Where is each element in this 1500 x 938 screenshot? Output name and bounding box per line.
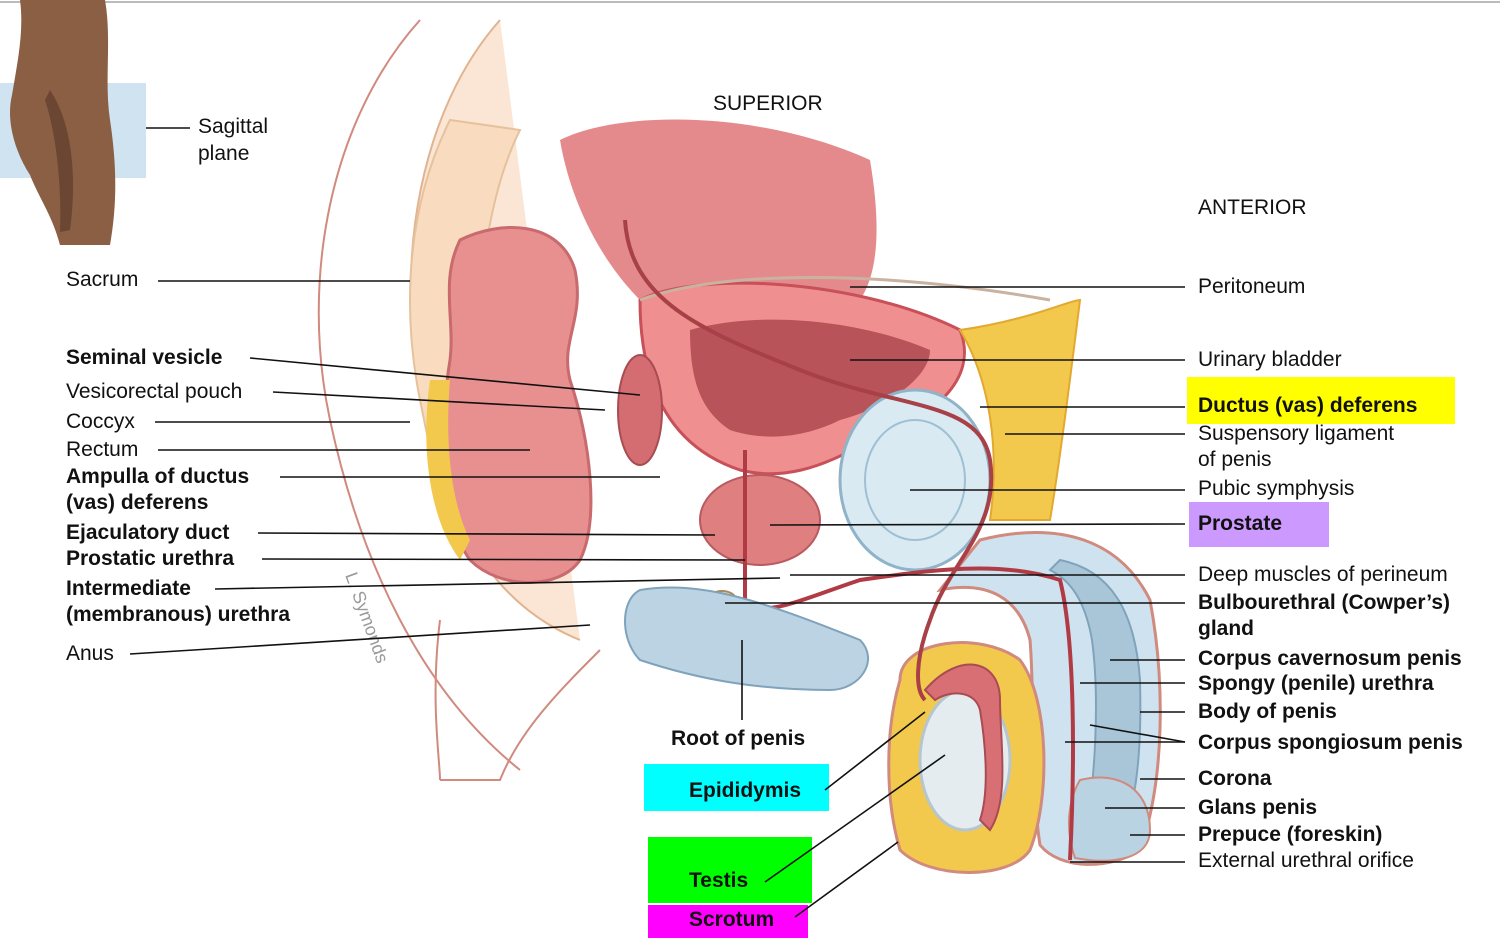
label-rectum: Rectum [66, 438, 139, 461]
label-coccyx: Coccyx [66, 410, 135, 433]
label-epididymis: Epididymis [689, 779, 802, 802]
label-anus: Anus [66, 642, 114, 665]
label-pubic-symphysis: Pubic symphysis [1198, 477, 1355, 500]
label-deep-muscles: Deep muscles of perineum [1198, 563, 1448, 586]
label-bulbourethral-2: gland [1198, 617, 1254, 640]
rectal-fat [426, 380, 470, 560]
label-prostate: Prostate [1198, 512, 1283, 535]
label-suspensory-2: of penis [1198, 448, 1272, 471]
seminal-vesicle-shape [617, 354, 663, 466]
ductus-deferens-path [623, 219, 994, 702]
prevesical-fat [958, 298, 1082, 521]
highlight-ductus [1187, 377, 1455, 424]
highlight-testis [648, 837, 812, 903]
sagittal-plane-label-1: Sagittal [198, 115, 269, 138]
label-testis: Testis [689, 869, 749, 892]
label-bulbourethral-1: Bulbourethral (Cowper’s) [1198, 591, 1451, 614]
label-sacrum: Sacrum [66, 268, 139, 291]
leader-anus [129, 624, 591, 655]
leader-scrotum [794, 841, 899, 918]
leader-epididymis [824, 711, 926, 791]
highlight-epididymis [644, 764, 829, 811]
label-seminal-vesicle: Seminal vesicle [66, 346, 223, 369]
label-vesicorectal-pouch: Vesicorectal pouch [66, 380, 243, 403]
thigh-outline [440, 649, 601, 781]
label-prostatic-urethra: Prostatic urethra [66, 547, 235, 570]
label-peritoneum: Peritoneum [1198, 275, 1306, 298]
label-spongy-urethra: Spongy (penile) urethra [1198, 672, 1434, 695]
label-ductus-deferens: Ductus (vas) deferens [1198, 394, 1418, 417]
label-root-of-penis: Root of penis [671, 727, 806, 750]
label-glans-penis: Glans penis [1198, 796, 1318, 819]
leader-ejaculatory [257, 532, 716, 536]
prostate-shape [699, 474, 821, 566]
label-urinary-bladder: Urinary bladder [1198, 348, 1342, 371]
highlight-scrotum [648, 905, 808, 938]
body-arm [45, 90, 74, 232]
label-suspensory-1: Suspensory ligament [1198, 422, 1395, 445]
label-corona: Corona [1198, 767, 1272, 790]
label-ampulla-1: Ampulla of ductus [66, 465, 250, 488]
leader-prostatic-urethra [261, 558, 746, 561]
pubic-symphysis-shape [838, 388, 992, 572]
label-intermediate-2: (membranous) urethra [66, 603, 291, 626]
highlight-prostate [1189, 502, 1329, 547]
label-ejaculatory-duct: Ejaculatory duct [66, 521, 230, 544]
label-scrotum: Scrotum [689, 908, 775, 931]
glans-shape [1067, 776, 1152, 862]
label-external-urethral-orifice: External urethral orifice [1198, 849, 1414, 872]
leader-lines [129, 127, 1186, 918]
label-corpus-cavernosum: Corpus cavernosum penis [1198, 647, 1462, 670]
sagittal-plane-label-2: plane [198, 142, 250, 165]
artist-signature: L. Symonds [341, 570, 392, 666]
label-corpus-spongiosum: Corpus spongiosum penis [1198, 731, 1463, 754]
leader-prostate [769, 523, 1186, 526]
leader-seminal-vesicle [249, 357, 641, 396]
label-prepuce: Prepuce (foreskin) [1198, 823, 1383, 846]
anterior-label: ANTERIOR [1198, 196, 1307, 219]
label-body-of-penis: Body of penis [1198, 700, 1337, 723]
bulb-of-penis [624, 586, 870, 692]
leader-spongiosum-a [1089, 724, 1186, 743]
superior-label: SUPERIOR [713, 92, 823, 115]
leader-testis [764, 754, 946, 883]
gluteal-fold [434, 619, 441, 781]
body-inset [0, 0, 146, 245]
leader-intermediate [214, 577, 781, 590]
pubic-symphysis-inner [864, 419, 966, 541]
label-intermediate-1: Intermediate [66, 577, 191, 600]
leader-vesicorectal [272, 391, 606, 411]
label-ampulla-2: (vas) deferens [66, 491, 209, 514]
peritoneum-line [639, 276, 1051, 302]
epididymis-shape [923, 663, 1004, 832]
abdominal-cavity [560, 119, 877, 300]
